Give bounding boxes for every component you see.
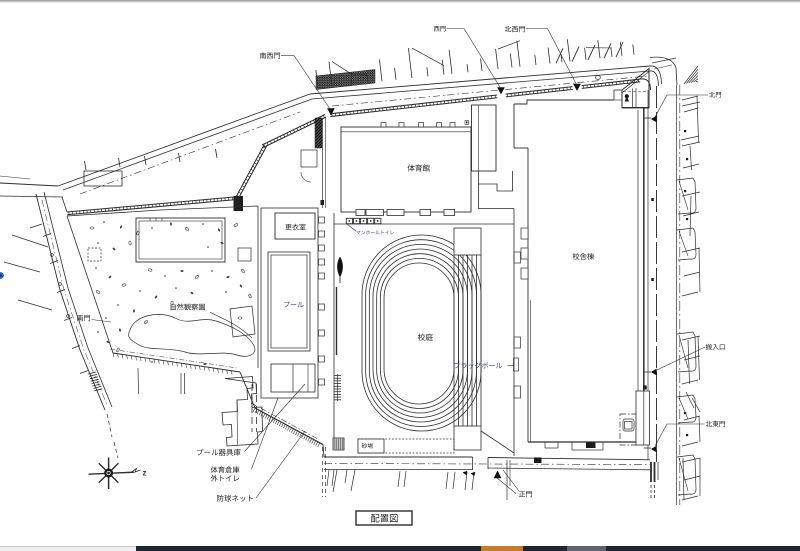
svg-text:z: z [143, 469, 147, 478]
